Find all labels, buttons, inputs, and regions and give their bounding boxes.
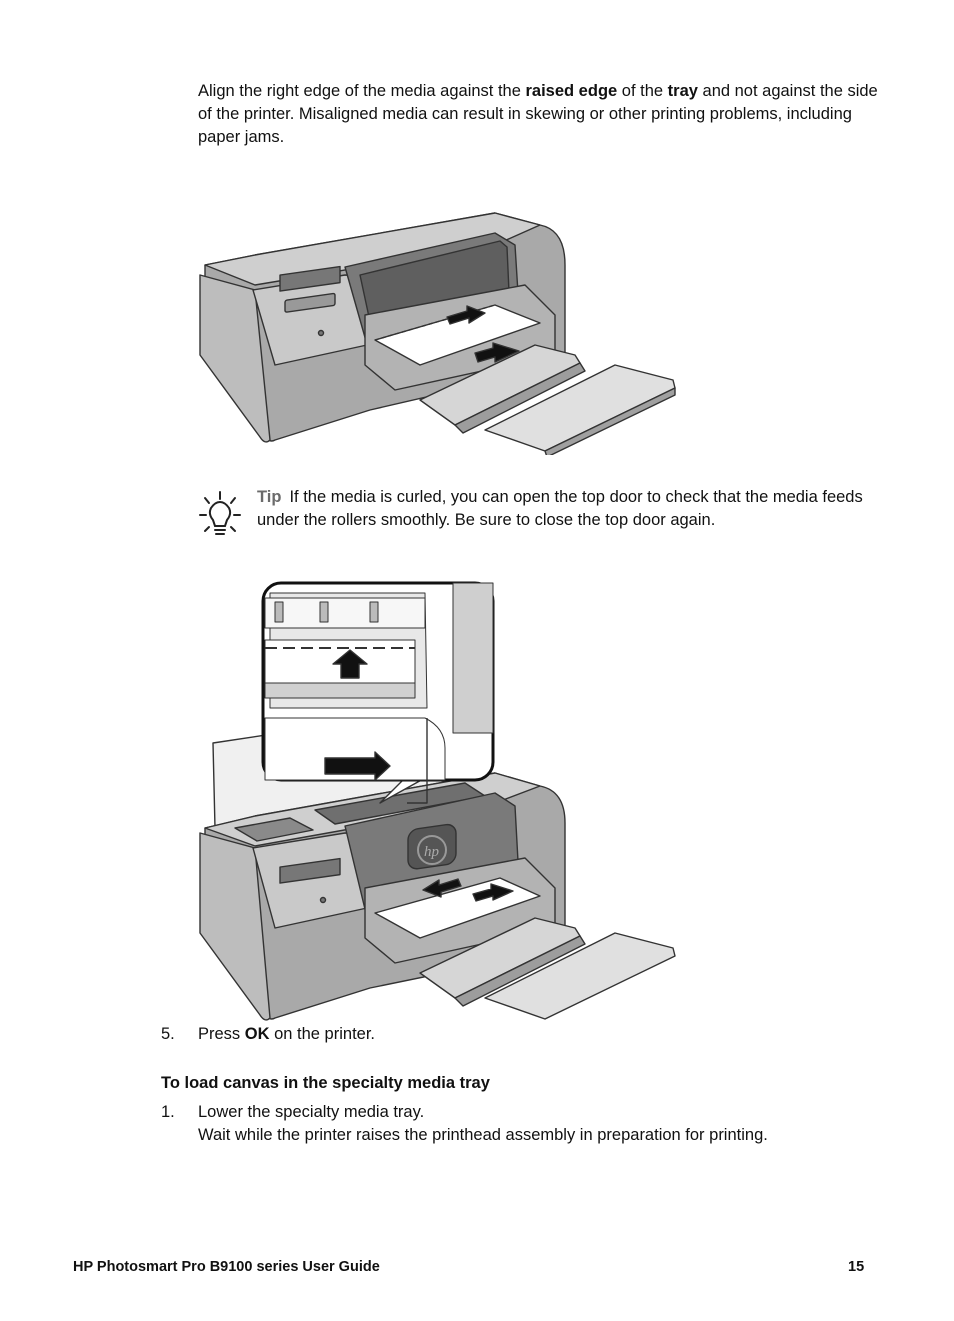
intro-text-2: of the (617, 82, 668, 100)
intro-bold-raised-edge: raised edge (525, 82, 618, 100)
step-1-body: Lower the specialty media tray. Wait whi… (198, 1101, 768, 1147)
step-1-line-2: Wait while the printer raises the printh… (198, 1126, 768, 1144)
step-5-text: Press OK on the printer. (198, 1023, 375, 1046)
intro-text-1: Align the right edge of the media agains… (198, 82, 526, 100)
footer-title: HP Photosmart Pro B9100 series User Guid… (73, 1259, 380, 1275)
lightbulb-icon (199, 491, 241, 535)
step-5-number: 5. (161, 1025, 175, 1043)
intro-paragraph: Align the right edge of the media agains… (198, 80, 878, 149)
tip-text: If the media is curled, you can open the… (257, 488, 863, 529)
step-5-text-after: on the printer. (269, 1025, 376, 1043)
intro-bold-tray: tray (667, 82, 698, 100)
printer-top-door-open-illustration: hp (199, 581, 676, 1021)
intro-text-3: and not against the side of the printer.… (198, 82, 878, 146)
printer-loading-media-illustration (199, 212, 676, 455)
step-5-text-before: Press (198, 1025, 245, 1043)
hp-logo-text: hp (424, 844, 440, 860)
tip-label: Tip (257, 488, 282, 506)
page-number: 15 (848, 1259, 865, 1275)
step-1-line-1: Lower the specialty media tray. (198, 1103, 425, 1121)
section-heading: To load canvas in the specialty media tr… (161, 1074, 490, 1092)
step-1-number: 1. (161, 1103, 175, 1121)
step-5-ok-bold: OK (244, 1025, 270, 1043)
